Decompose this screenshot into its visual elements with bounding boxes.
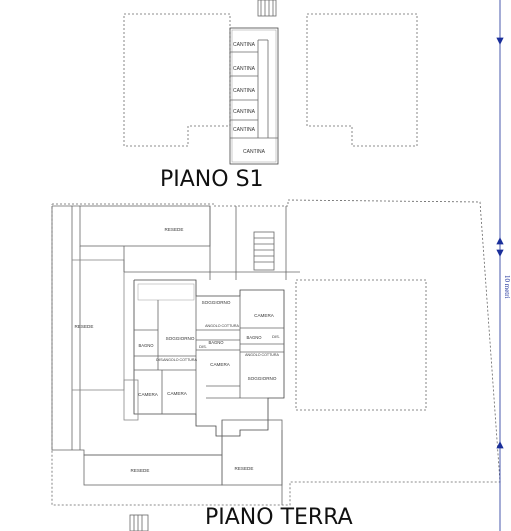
cantina-label-2: CANTINA <box>233 66 256 72</box>
camera-label-center: CAMERA <box>210 362 231 367</box>
cantina-label-4: CANTINA <box>233 109 256 115</box>
resede-bottom-block <box>83 454 223 486</box>
camera-label-bottom-left: CAMERA <box>138 392 159 397</box>
basement-outline-left <box>123 13 231 147</box>
resede-left-block <box>71 259 125 391</box>
resede-label-bottom-right: RESEDE <box>235 466 254 471</box>
ground-title: PIANO TERRA <box>205 505 353 530</box>
soggiorno-label-left: SOGGIORNO <box>166 336 195 341</box>
ground-plan <box>51 199 501 531</box>
ground-labels: RESEDE RESEDE RESEDE RESEDE SOGGIORNO SO… <box>75 227 353 530</box>
angolo-cottura-label-left: ANGOLO COTTURA <box>163 358 197 362</box>
dis-label-left: DIS. <box>156 357 164 362</box>
camera-label-upper-right: CAMERA <box>254 313 275 318</box>
dis-label-center: DIS. <box>199 344 207 349</box>
left-frame <box>51 206 223 456</box>
basement-outline-right <box>306 13 418 147</box>
right-annex <box>295 279 427 411</box>
resede-top-block <box>79 205 211 247</box>
soggiorno-label-right: SOGGIORNO <box>248 376 277 381</box>
cantina-label-5: CANTINA <box>233 127 256 133</box>
angolo-cottura-label-center: ANGOLO COTTURA <box>205 324 239 328</box>
bagno-label-right: BAGNO <box>246 335 262 340</box>
main-building <box>133 279 285 437</box>
scale-label: 10 metri <box>503 275 511 299</box>
cantina-label-6: CANTINA <box>243 149 266 155</box>
basement-labels: CANTINA CANTINA CANTINA CANTINA CANTINA … <box>160 42 266 192</box>
cantina-label-3: CANTINA <box>233 88 256 94</box>
bagno-label-center: BAGNO <box>208 340 224 345</box>
angolo-cottura-label-right: ANGOLO COTTURA <box>245 353 279 357</box>
site-boundary <box>51 199 501 506</box>
basement-core <box>229 27 279 165</box>
bagno-label-left: BAGNO <box>138 343 154 348</box>
basement-plan <box>123 0 418 165</box>
scale-bar <box>496 0 504 531</box>
dis-label-right: DIS. <box>272 334 280 339</box>
basement-title: PIANO S1 <box>160 167 264 192</box>
resede-label-left: RESEDE <box>75 324 94 329</box>
cantina-label-1: CANTINA <box>233 42 256 48</box>
basement-stair <box>257 0 277 17</box>
resede-label-bottom: RESEDE <box>131 468 150 473</box>
resede-label-top: RESEDE <box>165 227 184 232</box>
soggiorno-label-upper: SOGGIORNO <box>202 300 231 305</box>
ground-stair <box>253 231 275 271</box>
camera-label-bottom-mid: CAMERA <box>167 391 188 396</box>
bottom-stair <box>129 514 149 531</box>
